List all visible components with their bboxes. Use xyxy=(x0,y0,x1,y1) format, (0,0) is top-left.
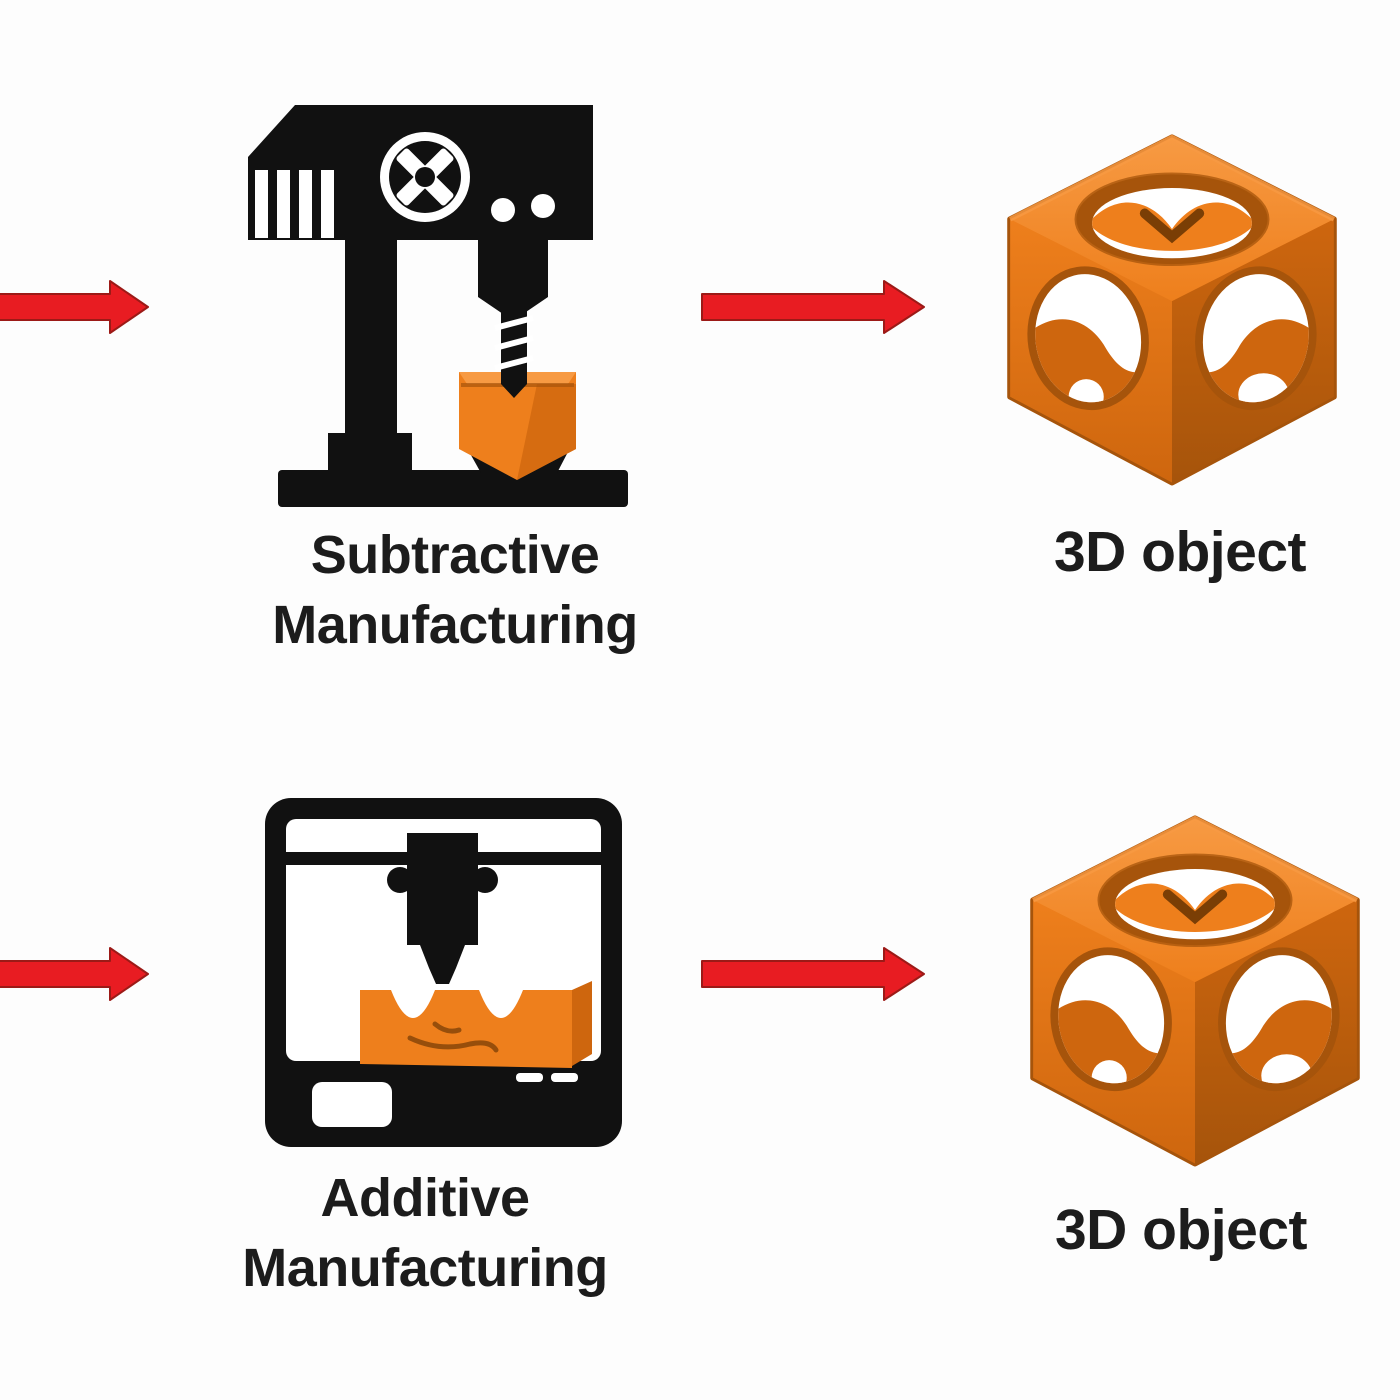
process-label-line2: Manufacturing xyxy=(242,1238,608,1298)
result-label-bottom: 3D object xyxy=(1054,1198,1308,1262)
cube-left-hole xyxy=(1026,266,1151,411)
printer-control-panel xyxy=(312,1073,578,1127)
output-arrow-top xyxy=(701,280,925,334)
extruder-head xyxy=(387,833,498,984)
cube-right-hole xyxy=(1193,266,1318,411)
spindle-and-drill xyxy=(478,240,548,398)
control-knobs xyxy=(491,194,555,222)
process-label-additive: Additive Manufacturing xyxy=(175,1163,675,1303)
cnc-milling-machine-icon xyxy=(248,105,628,507)
panel-dash-1 xyxy=(516,1073,543,1082)
process-label-line1: Additive xyxy=(320,1168,530,1228)
cube-top-hole xyxy=(1074,172,1270,267)
3d-object-cube-icon-top xyxy=(1007,134,1337,486)
red-arrow-right-icon xyxy=(701,947,925,1001)
panel-dash-2 xyxy=(551,1073,578,1082)
handwheel-icon xyxy=(380,132,470,222)
printed-part xyxy=(360,981,592,1068)
cnc-grille xyxy=(255,170,334,238)
drill-spiral xyxy=(494,315,534,371)
orange-workpiece xyxy=(459,372,576,480)
input-arrow-bottom xyxy=(0,947,149,1001)
red-arrow-right-icon xyxy=(701,280,925,334)
process-label-subtractive: Subtractive Manufacturing xyxy=(205,520,705,660)
input-arrow-top xyxy=(0,280,149,334)
output-arrow-bottom xyxy=(701,947,925,1001)
3d-object-cube-icon-bottom xyxy=(1030,815,1360,1167)
red-arrow-right-icon xyxy=(0,280,149,334)
process-label-line1: Subtractive xyxy=(310,525,600,585)
cube-left-hole xyxy=(1049,947,1174,1092)
cube-top-hole xyxy=(1097,853,1293,948)
cnc-base xyxy=(278,240,628,507)
3d-printer-icon xyxy=(265,798,622,1147)
result-label-top: 3D object xyxy=(1053,520,1307,584)
printer-screen xyxy=(312,1082,392,1127)
cnc-head xyxy=(248,105,593,240)
process-label-line2: Manufacturing xyxy=(272,595,638,655)
red-arrow-right-icon xyxy=(0,947,149,1001)
